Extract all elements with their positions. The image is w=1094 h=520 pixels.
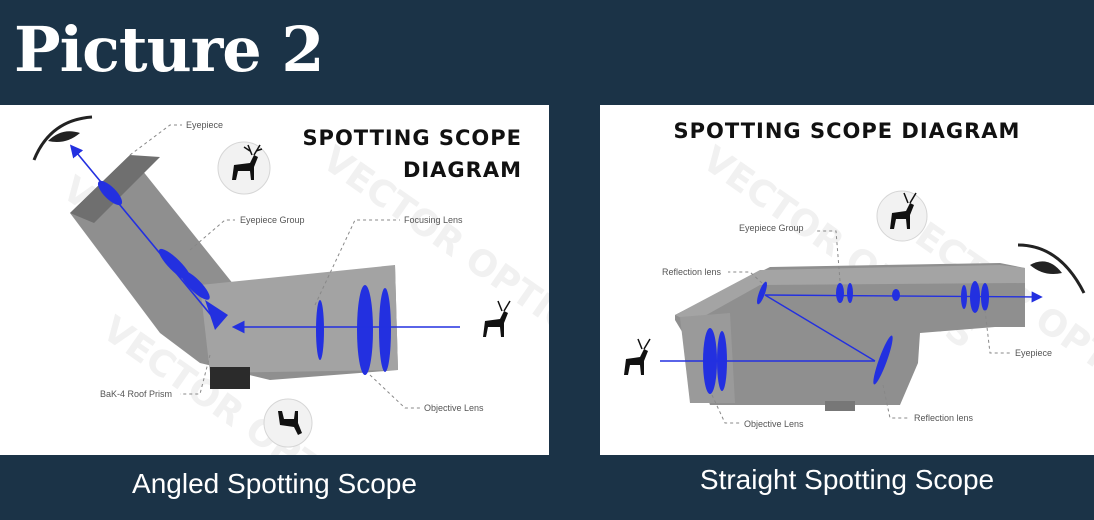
diagram-title-line2: DIAGRAM xyxy=(403,158,522,182)
straight-scope-diagram: VECTOR OPTICS VECTOR OPTICS SPOTTING SCO… xyxy=(600,105,1094,455)
caption-angled: Angled Spotting Scope xyxy=(132,468,417,499)
callout-eyepiece-group: Eyepiece Group xyxy=(240,215,305,225)
deer-icon xyxy=(876,190,928,242)
straight-scope-svg: VECTOR OPTICS VECTOR OPTICS SPOTTING SCO… xyxy=(624,119,1094,429)
deer-icon xyxy=(217,141,271,195)
caption-straight: Straight Spotting Scope xyxy=(699,464,995,495)
angled-scope-body xyxy=(70,155,398,389)
callout-eyepiece: Eyepiece xyxy=(186,120,223,130)
callout-eyepiece-group: Eyepiece Group xyxy=(739,223,804,233)
deer-icon xyxy=(483,300,511,337)
callout-focusing-lens: Focusing Lens xyxy=(404,215,463,225)
callout-reflection-top: Reflection lens xyxy=(662,267,722,277)
diagram-title-line1: SPOTTING SCOPE xyxy=(302,126,522,150)
page-heading: Picture 2 xyxy=(14,13,324,86)
diagram-title: SPOTTING SCOPE DIAGRAM xyxy=(674,119,1021,143)
callout-eyepiece: Eyepiece xyxy=(1015,348,1052,358)
light-path xyxy=(660,291,1043,362)
light-path xyxy=(69,144,460,334)
eye-icon xyxy=(1017,243,1086,294)
callout-objective: Objective Lens xyxy=(744,419,804,429)
callout-lines xyxy=(711,230,1010,424)
lens-elements xyxy=(703,281,989,394)
callout-objective: Objective Lens xyxy=(424,403,484,413)
callout-prism: BaK-4 Roof Prism xyxy=(100,389,172,399)
eye-icon xyxy=(32,115,93,161)
callout-reflection-bottom: Reflection lens xyxy=(914,413,974,423)
deer-icon xyxy=(624,338,651,375)
callout-lines xyxy=(129,124,420,409)
deer-inverted-icon xyxy=(263,398,313,448)
angled-scope-diagram: VECTOR OPTICS VECTOR OPTICS VECTOR OPTIC… xyxy=(0,105,549,455)
lens-elements xyxy=(97,180,391,375)
angled-scope-svg: VECTOR OPTICS VECTOR OPTICS VECTOR OPTIC… xyxy=(32,115,549,455)
